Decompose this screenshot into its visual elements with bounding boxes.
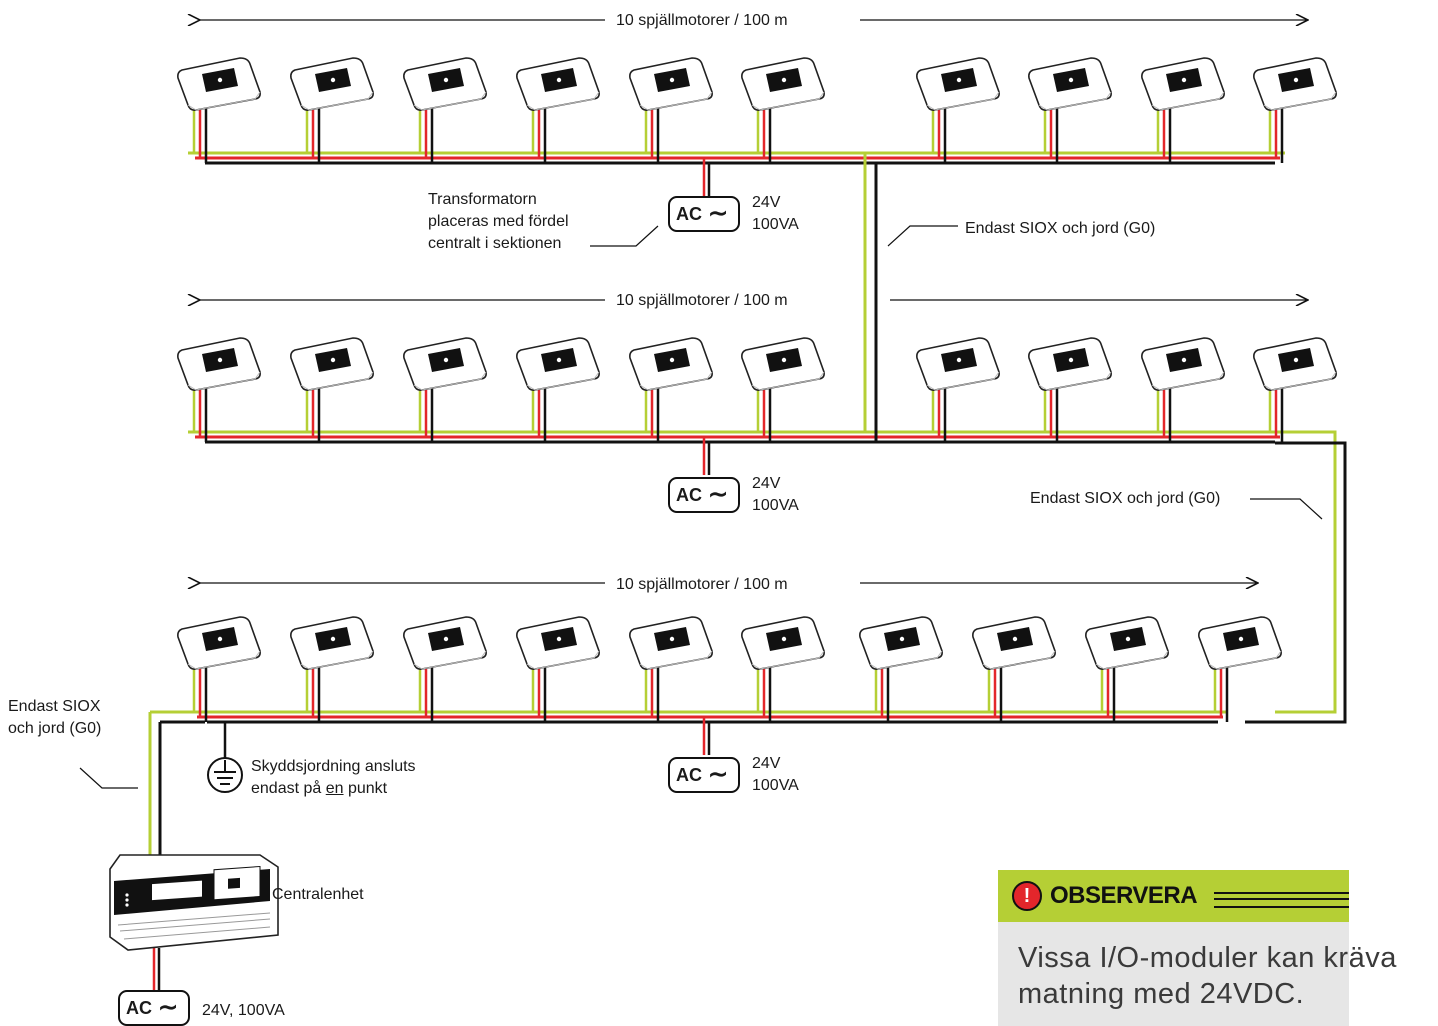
ac-label: AC [676,764,702,785]
sine-icon: ∼ [158,994,179,1021]
transformer-row-3: AC ∼ [668,757,740,793]
damper-motor [1141,57,1225,163]
damper-motor [1085,616,1169,722]
damper-motor [1028,57,1112,163]
damper-motor [403,57,487,163]
ac-label: AC [676,203,702,224]
damper-motor [1198,616,1282,722]
damper-motor [629,57,713,163]
note-earthing: Skyddsjordning ansluts endast på en punk… [251,758,416,797]
note-siox-2: Endast SIOX och jord (G0) [1030,490,1221,507]
central-unit-supply: AC ∼ [118,990,190,1026]
damper-motor [516,616,600,722]
leader-siox-1 [887,225,958,247]
note-siox-3: Endast SIOX och jord (G0) [8,698,102,737]
header-rule [1214,892,1349,908]
damper-motor [290,337,374,442]
transformer-power-row-2: 100VA [752,497,799,514]
damper-motor [916,57,1000,163]
damper-motor [1253,57,1337,163]
damper-motor [1253,337,1337,442]
damper-motor [516,57,600,163]
observera-text: Vissa I/O-moduler kan kräva matning med … [1018,942,1397,1010]
span-label-row-3: 10 spjällmotorer / 100 m [606,574,798,596]
transformer-power-row-3: 100VA [752,777,799,794]
leader-transformer [590,225,659,247]
central-unit-label: Centralenhet [272,886,364,903]
wiring-diagram [79,0,1347,1002]
transformer-voltage-row-2: 24V [752,475,781,492]
transformer-row-2: AC ∼ [668,477,740,513]
damper-motor [1028,337,1112,442]
damper-motor [516,337,600,442]
damper-motor [859,616,943,722]
leader-siox-2 [1250,498,1323,520]
damper-motor [177,337,261,442]
ac-label: AC [676,484,702,505]
damper-motor [629,337,713,442]
sine-icon: ∼ [708,481,729,508]
transformer-voltage-row-1: 24V [752,194,781,211]
note-siox-1: Endast SIOX och jord (G0) [965,220,1156,237]
leader-siox-3 [79,767,138,789]
damper-motor [177,616,261,722]
damper-motor [629,616,713,722]
earth-icon [207,757,243,793]
transformer-voltage-row-3: 24V [752,755,781,772]
damper-motor [972,616,1056,722]
observera-title: OBSERVERA [1050,882,1198,909]
transformer-row-1: AC ∼ [668,196,740,232]
span-label-row-1: 10 spjällmotorer / 100 m [606,10,798,32]
damper-motor [177,57,261,163]
damper-motor [403,337,487,442]
damper-motor [290,616,374,722]
damper-motor [1141,337,1225,442]
observera-note: ! OBSERVERA Vissa I/O-moduler kan kräva … [998,870,1396,1026]
note-transformer-placement: Transformatorn placeras med fördel centr… [428,191,569,252]
riser-green-2 [1275,430,1337,714]
observera-header: ! OBSERVERA [998,870,1349,922]
central-unit-device [109,854,279,951]
damper-motor [741,616,825,722]
sine-icon: ∼ [708,761,729,788]
damper-motor [741,57,825,163]
damper-motor [290,57,374,163]
exclamation-icon: ! [1012,881,1042,911]
damper-motor [403,616,487,722]
observera-body: Vissa I/O-moduler kan kräva matning med … [998,922,1396,1026]
transformer-power-row-1: 100VA [752,216,799,233]
span-label-row-2: 10 spjällmotorer / 100 m [606,290,798,312]
sine-icon: ∼ [708,200,729,227]
damper-motor [916,337,1000,442]
damper-motor [741,337,825,442]
central-unit-rating: 24V, 100VA [202,1002,285,1019]
ac-label: AC [126,997,152,1018]
riser-black-3 [158,720,205,870]
riser-black-2 [1245,441,1347,724]
riser-green-3 [148,710,190,875]
